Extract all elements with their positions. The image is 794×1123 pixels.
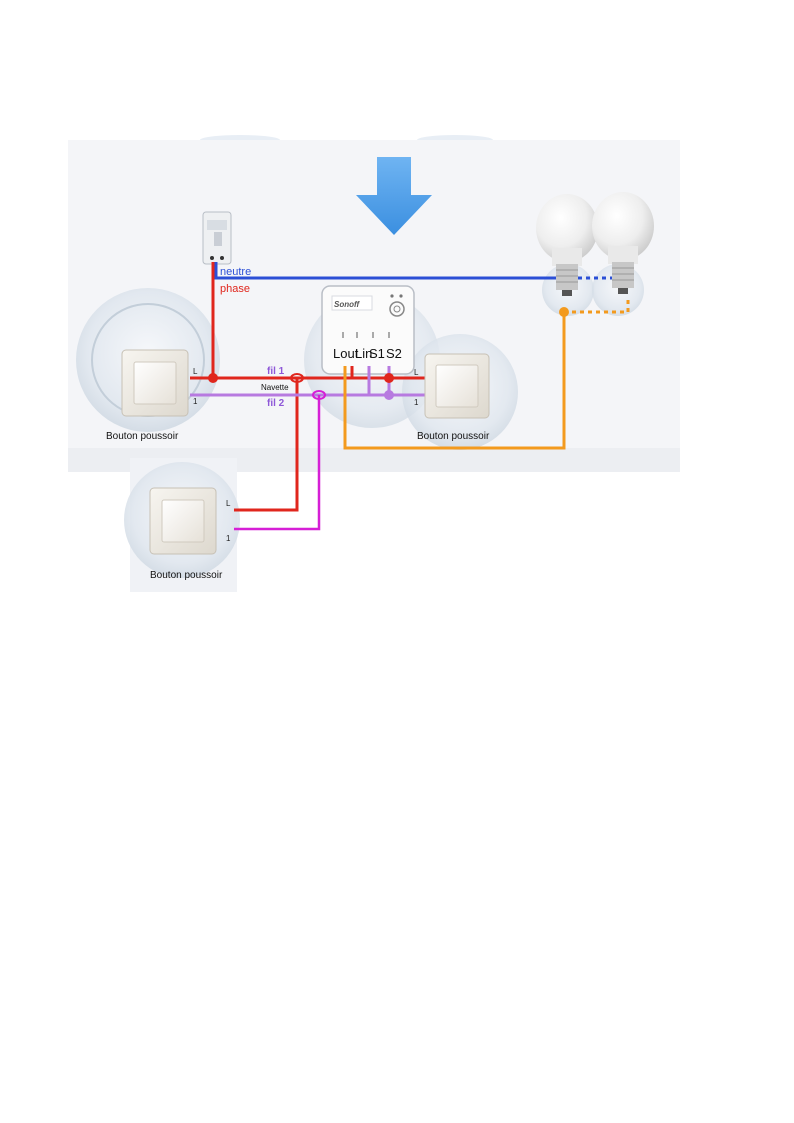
sonoff-lout-label: Lout xyxy=(333,346,359,361)
down-arrow-icon xyxy=(356,157,432,235)
terminal-1-bottom: 1 xyxy=(226,534,231,543)
fil-2-label: fil 2 xyxy=(267,398,285,409)
terminal-L-right: L xyxy=(414,368,419,377)
fil-1-label: fil 1 xyxy=(267,366,285,377)
light-bulb-icon xyxy=(592,192,654,294)
bouton-poussoir-left-label: Bouton poussoir xyxy=(106,431,179,442)
push-button-switch-icon xyxy=(149,487,217,555)
navette-label: Navette xyxy=(261,383,289,392)
push-button-switch-icon xyxy=(121,349,189,417)
wire-neutre xyxy=(214,262,612,280)
terminal-L-left: L xyxy=(193,367,198,376)
sonoff-s1-label: S1 xyxy=(369,346,385,361)
terminal-1-right: 1 xyxy=(414,398,419,407)
bouton-poussoir-bottom-label: Bouton poussoir xyxy=(150,570,223,581)
terminal-L-bottom: L xyxy=(226,499,231,508)
light-bulb-icon xyxy=(536,194,598,296)
sonoff-module-icon xyxy=(321,285,415,375)
wire-navette xyxy=(234,395,321,531)
circuit-breaker-icon xyxy=(202,211,232,265)
sonoff-brand-label: Sonoff xyxy=(334,300,361,309)
bouton-poussoir-right-label: Bouton poussoir xyxy=(417,431,490,442)
wire-lamp-feed xyxy=(343,296,630,450)
phase-label: phase xyxy=(220,283,250,295)
neutre-label: neutre xyxy=(220,266,251,278)
terminal-1-left: 1 xyxy=(193,397,198,406)
push-button-switch-icon xyxy=(424,353,490,419)
sonoff-s2-label: S2 xyxy=(386,346,402,361)
sonoff-lin-label: Lin xyxy=(355,346,372,361)
junction-dots xyxy=(208,307,569,400)
